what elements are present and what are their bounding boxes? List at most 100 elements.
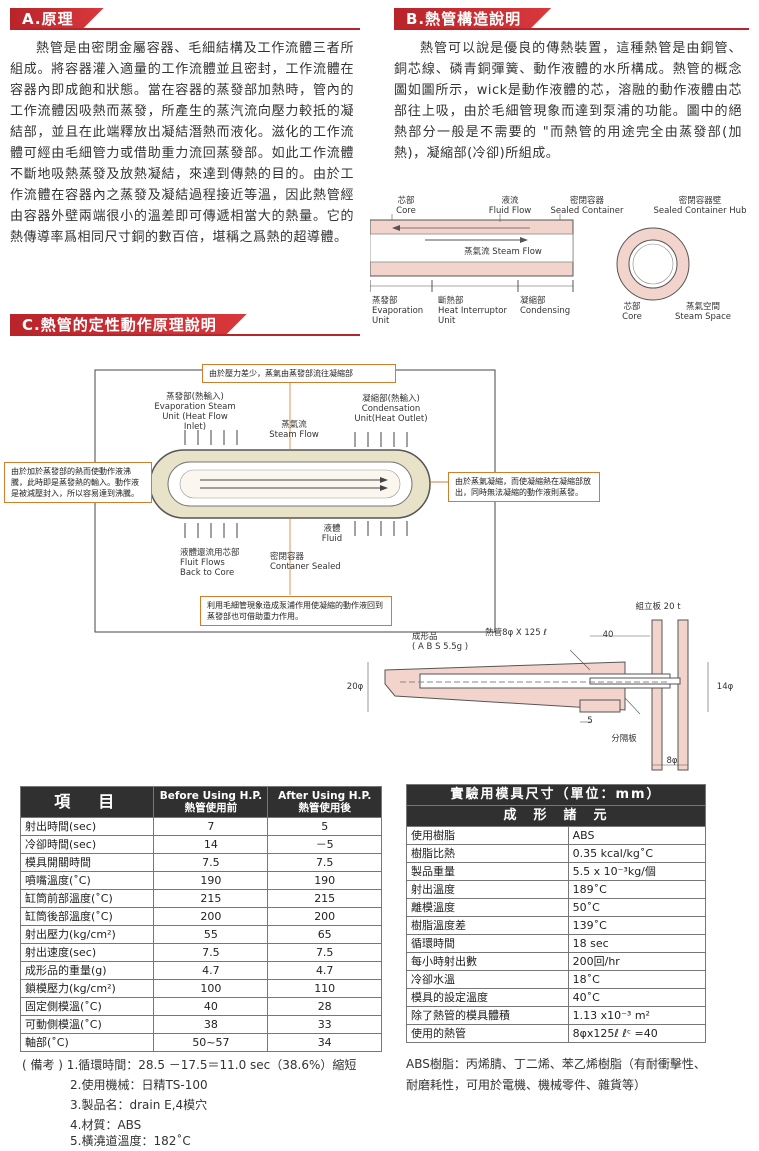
- table-cell-before: 4.7: [153, 961, 269, 980]
- label-steam-flow: 蒸氣流 Steam Flow: [464, 247, 542, 257]
- table1-header-before: Before Using H.P. 熱管使用前: [153, 786, 269, 818]
- table-cell-item: 射出時間(sec): [19, 817, 155, 836]
- spec-value-cell: 40˚C: [567, 988, 707, 1007]
- label-evap-unit: 蒸發部(熱輸入) Evaporation Steam Unit (Heat Fl…: [154, 392, 236, 432]
- spec-value-cell: 18˚C: [567, 970, 707, 989]
- table-cell-after: 4.7: [267, 961, 382, 980]
- spec-name-cell: 離模溫度: [406, 898, 569, 917]
- spec-value-cell: ABS: [567, 826, 707, 845]
- label-steam-space: 蒸氣空間 Steam Space: [674, 302, 732, 322]
- label-dim-5: 5: [587, 716, 593, 726]
- table-cell-item: 鎖模壓力(kg/cm²): [19, 979, 155, 998]
- label-condensing: 凝縮部 Condensing: [520, 296, 571, 316]
- table-cell-item: 可動側模溫(˚C): [19, 1015, 155, 1034]
- box-pressure-difference: 由於壓力差少，蒸氣由蒸發部流往凝縮部: [202, 364, 396, 383]
- spec-value-cell: 1.13 x10⁻³ m²: [567, 1006, 707, 1025]
- section-a-underline: [10, 28, 360, 30]
- section-a-text: 熱管是由密閉金屬容器、毛細結構及工作流體三者所組成。將容器灌入適量的工作流體並且…: [10, 41, 354, 245]
- table-cell-before: 50~57: [153, 1033, 269, 1052]
- spec-name-cell: 使用的熱管: [406, 1024, 569, 1043]
- table-cell-item: 缸筒後部溫度(˚C): [19, 907, 155, 926]
- note-3: 4.材質：ABS: [70, 1118, 142, 1132]
- spec-name-cell: 使用樹脂: [406, 826, 569, 845]
- label-core: 芯部 Core: [396, 196, 416, 216]
- label-sealed-container: 密閉容器 Sealed Container: [550, 196, 624, 216]
- note-0: ( 備考 ) 1.循環時間：28.5 －17.5＝11.0 sec（38.6%）…: [22, 1058, 357, 1072]
- spec-value-cell: 8φx125ℓ ℓᶜ =40: [567, 1024, 707, 1043]
- spec-value-cell: 18 sec: [567, 934, 707, 953]
- section-c-header: C.熱管的定性動作原理說明: [10, 314, 360, 336]
- spec-name-cell: 冷卻水溫: [406, 970, 569, 989]
- section-b-underline: [394, 28, 749, 30]
- table-cell-after: 215: [267, 889, 382, 908]
- table-cell-before: 55: [153, 925, 269, 944]
- table2-title: 實驗用模具尺寸（單位：mm）: [406, 784, 706, 806]
- note-2: 3.製品名：drain E,4模穴: [70, 1098, 208, 1112]
- spec-value-cell: 50˚C: [567, 898, 707, 917]
- table-cell-item: 缸筒前部溫度(˚C): [19, 889, 155, 908]
- spec-name-cell: 射出溫度: [406, 880, 569, 899]
- section-a-header: A.原理: [10, 8, 360, 30]
- table-cell-after: 7.5: [267, 943, 382, 962]
- table1-header-item: 項 目: [19, 786, 155, 818]
- label-dim-8: 8φ: [666, 756, 678, 766]
- label-dim-20: 20φ: [346, 682, 364, 692]
- section-b-header: B.熱管構造說明: [394, 8, 749, 30]
- box-capillary-pump: 利用毛細管現象造成泵浦作用使凝縮的動作液回到蒸發部也可借助重力作用。: [200, 596, 392, 626]
- label-evaporation: 蒸發部 Evaporation Unit: [372, 296, 424, 326]
- table-cell-after: 5: [267, 817, 382, 836]
- spec-value-cell: 139˚C: [567, 916, 707, 935]
- box-evaporation-heat: 由於加於蒸發部的熱而使動作液沸騰，此時即是蒸發熱的輸入。動作液是被減壓封入，所以…: [4, 462, 152, 503]
- label-fluid-flow: 液流 Fluid Flow: [488, 196, 532, 216]
- spec-name-cell: 製品重量: [406, 862, 569, 881]
- table-cell-before: 215: [153, 889, 269, 908]
- table2-title-row: 實驗用模具尺寸（單位：mm）: [406, 784, 706, 806]
- table-cell-before: 38: [153, 1015, 269, 1034]
- label-product: 成形品 ( A B S 5.5g ): [412, 632, 469, 652]
- label-cond-unit: 凝縮部(熱輸入) Condensation Unit(Heat Outlet): [354, 394, 428, 424]
- table-cell-after: 65: [267, 925, 382, 944]
- table-cell-after: －5: [267, 835, 382, 854]
- label-fluid-c: 液體 Fluid: [321, 524, 343, 544]
- table-cell-item: 噴嘴溫度(˚C): [19, 871, 155, 890]
- spec-name-cell: 樹脂比熱: [406, 844, 569, 863]
- table-cell-after: 7.5: [267, 853, 382, 872]
- table2-subtitle-row: 成 形 諸 元: [406, 805, 706, 827]
- table2-subtitle: 成 形 諸 元: [406, 805, 706, 827]
- section-c-underline: [10, 334, 360, 336]
- section-c-title: C.熱管的定性動作原理說明: [10, 314, 247, 336]
- molding-comparison-table: 項 目 Before Using H.P. 熱管使用前 After Using …: [19, 786, 382, 1052]
- label-container-hub: 密閉容器壁 Sealed Container Hub: [653, 196, 747, 216]
- spec-value-cell: 5.5 x 10⁻³kg/個: [567, 862, 707, 881]
- table-cell-before: 7: [153, 817, 269, 836]
- table-cell-before: 7.5: [153, 943, 269, 962]
- spec-value-cell: 0.35 kcal/kg˚C: [567, 844, 707, 863]
- label-steam-flow-c: 蒸氣流 Steam Flow: [269, 420, 319, 440]
- table-cell-item: 固定側模溫(˚C): [19, 997, 155, 1016]
- table1-header-after: After Using H.P. 熱管使用後: [267, 786, 382, 818]
- label-heatpipe-size: 熱管8φ X 125 ℓ: [485, 628, 547, 638]
- spec-name-cell: 除了熱管的模具體積: [406, 1006, 569, 1025]
- table-cell-before: 14: [153, 835, 269, 854]
- spec-name-cell: 模具的設定溫度: [406, 988, 569, 1007]
- label-core-cross: 芯部 Core: [622, 302, 642, 322]
